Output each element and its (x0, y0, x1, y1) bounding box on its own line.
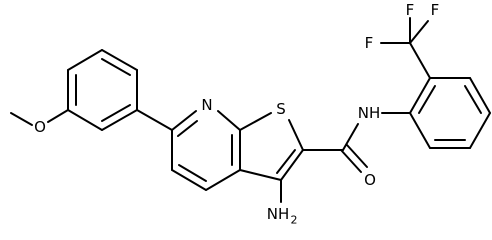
bond-py5-double (178, 164, 207, 182)
bond-c-o-2 (346, 144, 368, 168)
bond-ar6 (67, 109, 103, 131)
bond-o-ring (47, 109, 69, 123)
bond-biaryl (136, 109, 173, 131)
atom-o-methoxy: O (34, 118, 46, 136)
bond-ar5 (101, 109, 138, 131)
molecule-diagram: F F F N S NH O O NH 2 (10, 1, 491, 227)
bond-th4 (239, 169, 282, 181)
bond-ar2 (67, 49, 103, 71)
atom-f-left: F (365, 34, 374, 52)
atom-n-pyridine: N (201, 96, 212, 114)
bond-c-f3 (409, 20, 429, 44)
bonds (10, 17, 491, 203)
bond-ph1 (409, 77, 431, 114)
bond-c-o-1 (340, 149, 362, 173)
bond-ph3 (469, 77, 491, 114)
bond-methyl-o (10, 112, 33, 126)
bond-ar3-double (101, 58, 131, 76)
bond-ring-cf3 (409, 42, 431, 79)
bond-py2 (217, 110, 241, 131)
bond-py1-double (177, 120, 198, 137)
bond-ar3 (101, 49, 138, 71)
atom-nh2-amino: NH (267, 205, 290, 223)
bond-ph1-double (418, 85, 436, 114)
bond-py5 (171, 169, 207, 191)
bond-py4 (205, 169, 241, 191)
molecule-structure: F F F N S NH O O NH 2 (10, 1, 491, 227)
bond-ph3-double (464, 85, 482, 114)
bond-py1 (171, 110, 197, 131)
atom-s-thiophene: S (276, 100, 286, 118)
atom-f-right: F (431, 1, 440, 19)
atom-nh2-subscript: 2 (291, 214, 298, 227)
atom-o-carbonyl: O (364, 171, 376, 189)
atom-f-top: F (406, 1, 415, 19)
bond-th3-double (276, 149, 296, 174)
bond-th1 (239, 112, 272, 131)
bond-ar5-double (101, 104, 131, 122)
bond-ph4 (469, 112, 491, 149)
bond-th2 (288, 119, 304, 151)
bond-ph6 (409, 112, 431, 149)
bond-th3 (280, 149, 304, 181)
atom-nh-amide: NH (358, 104, 381, 122)
bond-c-nh (342, 123, 359, 151)
atom-labels: F F F N S NH O O NH 2 (34, 1, 439, 227)
